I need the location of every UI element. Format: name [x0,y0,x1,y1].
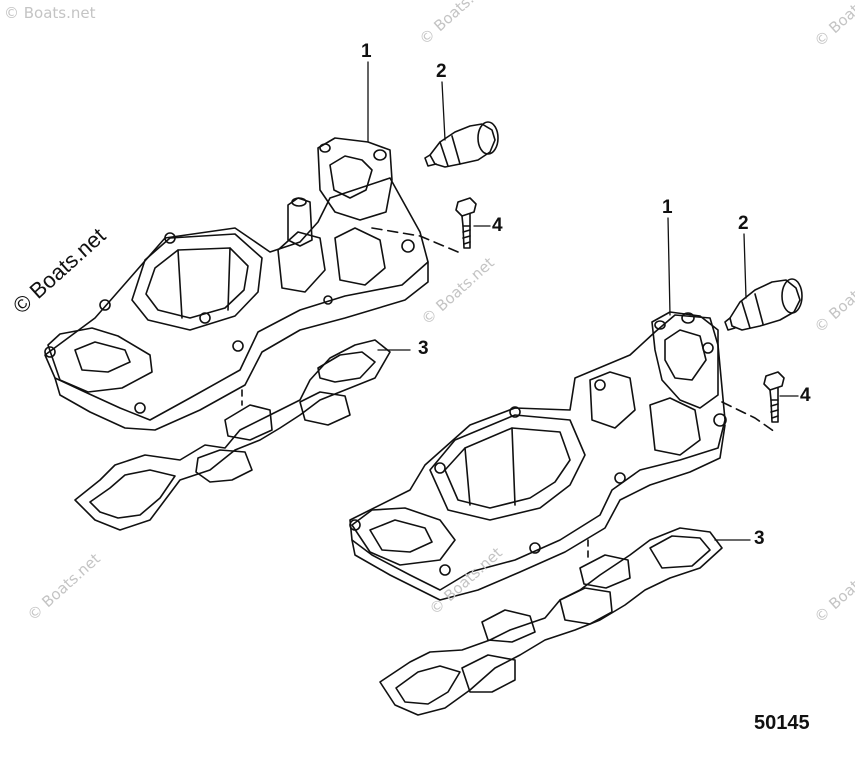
callout-right-1: 1 [662,197,673,218]
left-gasket [74,339,391,531]
callout-left-4: 4 [492,215,503,236]
callout-right-4: 4 [800,385,811,406]
callout-left-1: 1 [361,41,372,62]
left-bolt [455,197,477,249]
leader-left-2 [441,81,446,141]
right-bolt [763,371,785,423]
callout-left-3: 3 [418,338,429,359]
callout-left-2: 2 [436,61,447,82]
leader-right-2 [743,233,747,299]
right-gasket [379,527,723,716]
watermark-faint-1: © Boats.net [4,4,96,22]
left-plug [424,121,499,168]
callout-right-3: 3 [754,528,765,549]
left-intake-manifold [44,137,459,431]
right-intake-manifold [349,311,776,601]
figure-number: 50145 [754,712,810,734]
right-plug [724,278,803,331]
leader-right-1 [667,217,671,316]
callout-right-2: 2 [738,213,749,234]
leader-lines [367,61,799,541]
